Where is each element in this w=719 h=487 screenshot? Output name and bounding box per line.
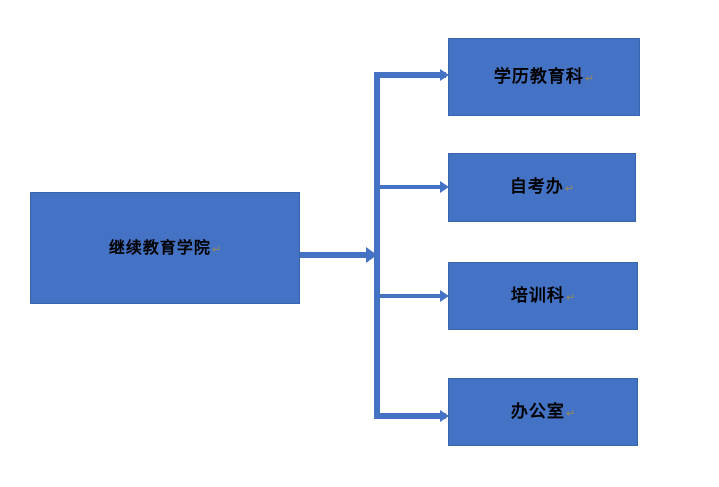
arrowhead-branch-1 [440,69,449,81]
pilcrow-mark: ↵ [565,290,576,304]
node-child-2[interactable]: 自考办↵ [448,153,636,222]
pilcrow-mark: ↵ [564,182,575,195]
node-child-4-label: 办公室↵ [510,401,576,422]
arrowhead-root-to-spine [366,247,377,263]
pilcrow-mark: ↵ [565,406,576,420]
connector-vertical-spine [374,72,380,419]
connector-branch-4 [374,413,446,419]
connector-branch-3 [374,294,446,298]
connector-branch-2 [374,185,446,189]
node-child-1-label: 学历教育科↵ [493,66,595,87]
node-child-1[interactable]: 学历教育科↵ [448,38,640,116]
arrowhead-branch-4 [440,410,449,422]
pilcrow-mark: ↵ [211,243,222,256]
node-child-2-label: 自考办↵ [509,177,575,197]
connector-branch-1 [374,72,446,78]
node-child-4[interactable]: 办公室↵ [448,378,638,446]
node-root-label: 继续教育学院↵ [108,238,222,257]
arrowhead-branch-2 [440,181,449,193]
pilcrow-mark: ↵ [584,71,595,85]
node-root[interactable]: 继续教育学院↵ [30,192,300,304]
node-child-3-label: 培训科↵ [510,285,576,306]
node-child-3[interactable]: 培训科↵ [448,262,638,330]
connector-root-to-spine [300,252,368,258]
arrowhead-branch-3 [440,290,449,302]
